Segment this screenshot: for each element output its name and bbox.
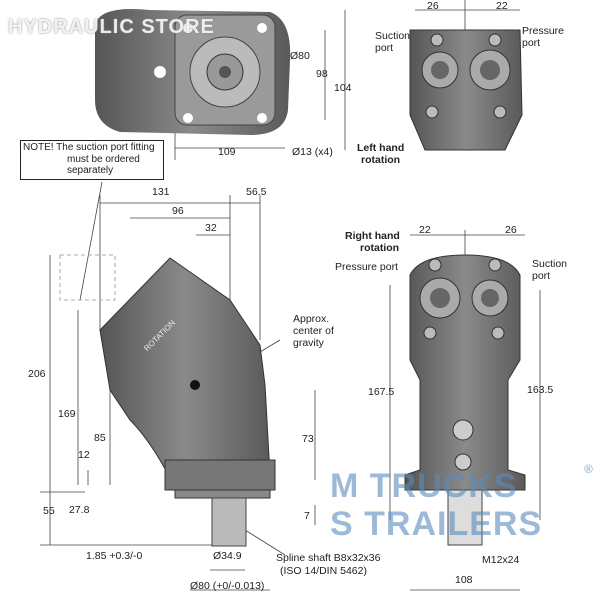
dim-56-5: 56.5 [246, 186, 267, 198]
dim-12: 12 [78, 449, 90, 461]
dim-109: 109 [218, 146, 236, 158]
note-line: separately [67, 165, 114, 176]
dim-108: 108 [455, 574, 473, 586]
right-rotation-title: Right hand [345, 230, 400, 242]
pump-port-view-right [404, 254, 526, 546]
dim-131: 131 [152, 186, 170, 198]
dim-73: 73 [302, 433, 314, 445]
thread-label: M12x24 [482, 554, 520, 566]
spline-label: Spline shaft B8x32x36 [276, 552, 381, 564]
dim-163-5: 163.5 [527, 384, 554, 396]
dim-pilot-diameter: Ø80 (+0/-0.013) [190, 580, 265, 592]
dim-96: 96 [172, 205, 184, 217]
dim-flange-diameter: Ø80 [290, 50, 310, 62]
dim-167-5: 167.5 [368, 386, 395, 398]
logo-line: M TRUCKS [330, 467, 518, 505]
dim-7: 7 [304, 510, 310, 522]
cog-label: gravity [293, 337, 324, 349]
dim-tolerance: 1.85 +0.3/-0 [86, 550, 143, 562]
dim-206: 206 [28, 368, 46, 380]
dim-22: 22 [419, 224, 431, 236]
dim-32: 32 [205, 222, 217, 234]
pump-port-view-left [409, 29, 523, 151]
dim-holes: Ø13 (x4) [292, 146, 333, 158]
logo-line: S TRAILERS [330, 505, 543, 543]
suction-port-note: NOTE! The suction port fitting must be o… [20, 140, 164, 180]
dim-27-8: 27.8 [69, 504, 90, 516]
dim-169: 169 [58, 408, 76, 420]
dim-26: 26 [505, 224, 517, 236]
dim-55: 55 [43, 505, 55, 517]
spline-standard: (ISO 14/DIN 5462) [280, 565, 367, 577]
left-rotation-title: Left hand [357, 142, 405, 154]
watermark-text: HYDRAULIC STORE [8, 16, 215, 38]
registered-mark: ® [584, 462, 594, 476]
left-rotation-title: rotation [361, 154, 401, 166]
note-line: NOTE! The suction port fitting [23, 142, 155, 153]
pressure-port-label: Pressure port [335, 261, 399, 273]
suction-port-label: Suction [532, 258, 568, 270]
cog-label: center of [293, 325, 334, 337]
right-rotation-title: rotation [360, 242, 400, 254]
dim-shaft-diameter: Ø34.9 [213, 550, 242, 562]
dim-98: 98 [316, 68, 328, 80]
dim-85: 85 [94, 432, 106, 444]
suction-port-label: port [532, 270, 551, 282]
note-line: must be ordered [67, 153, 140, 165]
pressure-port-label: Pressure port [522, 25, 565, 49]
pump-side-view [59, 254, 276, 547]
dim-22: 22 [496, 0, 508, 12]
cog-label: Approx. [293, 313, 330, 325]
dim-104: 104 [334, 82, 352, 94]
dim-26: 26 [427, 0, 439, 12]
pump-top-view [95, 9, 291, 135]
suction-port-label: Suction port [375, 30, 411, 54]
